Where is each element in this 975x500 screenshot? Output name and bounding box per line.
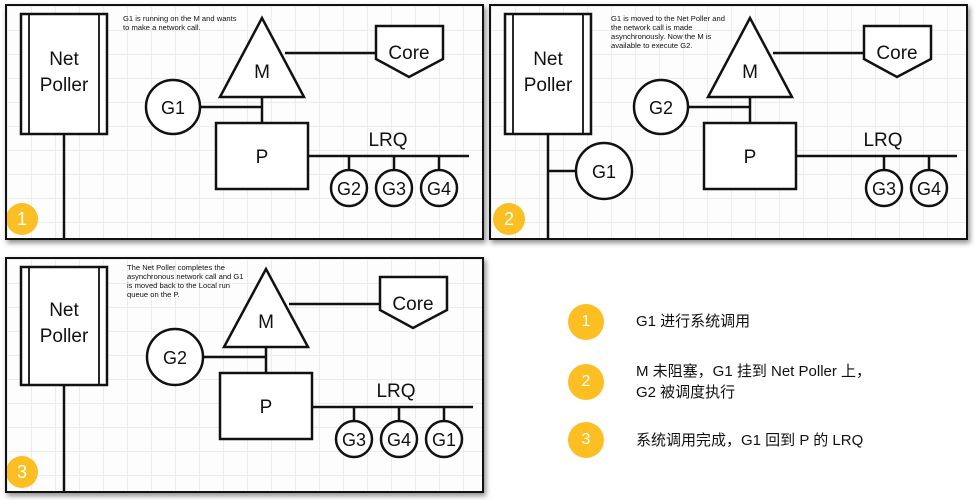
panel-3-diagram: Net Poller M Core G2 P LRQ G3 G4 G1 (19, 265, 473, 491)
lrq-goroutine: G4 (419, 156, 459, 208)
net-poller: Net Poller (19, 12, 109, 136)
diagram-panel-2: Net Poller G1 M Core G2 P LRQ G3 G4 (489, 4, 968, 240)
core-label: Core (388, 43, 429, 64)
running-goroutine-label: G2 (649, 98, 673, 118)
core (862, 24, 933, 79)
lrq-goroutine-label: G4 (917, 179, 941, 199)
legend-text-line: G2 被调度执行 (636, 384, 736, 401)
lrq-goroutine-label: G4 (427, 179, 451, 199)
running-goroutine-label: G1 (161, 98, 185, 118)
panel-2-diagram: Net Poller G1 M Core G2 P LRQ G3 G4 (503, 12, 957, 238)
net-poller-label-line2: Poller (40, 326, 89, 347)
m-label: M (254, 62, 270, 83)
panel-note: G1 is moved to the Net Poller and the ne… (611, 14, 725, 50)
lrq-goroutine-label: G4 (387, 430, 411, 450)
running-goroutine (144, 78, 202, 136)
lrq-goroutine: G3 (864, 156, 904, 208)
lrq-goroutine: G3 (334, 407, 374, 459)
lrq-goroutine-label: G3 (342, 430, 366, 450)
lrq-goroutine: G2 (329, 156, 369, 208)
p-processor (702, 121, 798, 191)
p-label: P (256, 147, 269, 168)
lrq-goroutine-label: G1 (432, 430, 456, 450)
core (378, 275, 449, 330)
net-poller: Net Poller (503, 12, 593, 136)
running-goroutine (145, 327, 205, 387)
p-processor (214, 121, 310, 191)
poller-goroutine (574, 141, 634, 201)
net-poller: Net Poller (19, 265, 109, 387)
lrq-goroutine-label: G3 (872, 179, 896, 199)
step-badge: 3 (7, 456, 38, 488)
net-poller-label-line1: Net (49, 300, 79, 321)
step-badge: 2 (493, 203, 525, 235)
legend-text-line: G1 进行系统调用 (636, 313, 751, 330)
lrq-goroutine-label: G3 (382, 179, 406, 199)
lrq-goroutine: G4 (909, 156, 949, 208)
net-poller-label-line1: Net (49, 49, 79, 70)
p-label: P (744, 147, 757, 168)
diagram-panel-1: Net Poller M Core G1 P LRQ G2 G3 (5, 4, 484, 240)
lrq-label: LRQ (863, 130, 902, 151)
lrq-goroutine: G1 (424, 407, 464, 459)
lrq-goroutine-label: G2 (337, 179, 361, 199)
lrq-goroutine: G4 (379, 407, 419, 459)
running-goroutine-label: G2 (163, 348, 187, 368)
legend-text-line: 系统调用完成，G1 回到 P 的 LRQ (636, 432, 864, 449)
net-poller-label-line2: Poller (524, 75, 573, 96)
m-label: M (258, 312, 274, 333)
legend-badge: 1 (568, 304, 604, 340)
core-label: Core (392, 294, 433, 315)
p-processor (218, 371, 314, 441)
lrq-goroutine: G3 (374, 156, 414, 208)
net-poller-label-line2: Poller (40, 75, 89, 96)
panel-note: The Net Poller completes the asynchronou… (127, 263, 244, 299)
m-label: M (742, 62, 758, 83)
lrq-label: LRQ (368, 130, 407, 151)
net-poller-label-line1: Net (533, 49, 563, 70)
diagram-panel-3: Net Poller M Core G2 P LRQ G3 G4 G1 (5, 257, 484, 493)
legend-badge: 2 (568, 364, 604, 400)
panel-note: G1 is running on the M and wants to make… (123, 14, 237, 32)
core (374, 24, 445, 79)
panel-1-diagram: Net Poller M Core G1 P LRQ G2 G3 (19, 12, 469, 238)
p-label: P (260, 397, 273, 418)
legend-badge: 3 (568, 422, 604, 458)
running-goroutine (632, 78, 690, 136)
legend-text-line: M 未阻塞，G1 挂到 Net Poller 上， (636, 363, 872, 380)
lrq-label: LRQ (376, 381, 415, 402)
poller-goroutine-label: G1 (592, 162, 616, 182)
step-badge: 1 (7, 203, 38, 235)
core-label: Core (876, 43, 917, 64)
